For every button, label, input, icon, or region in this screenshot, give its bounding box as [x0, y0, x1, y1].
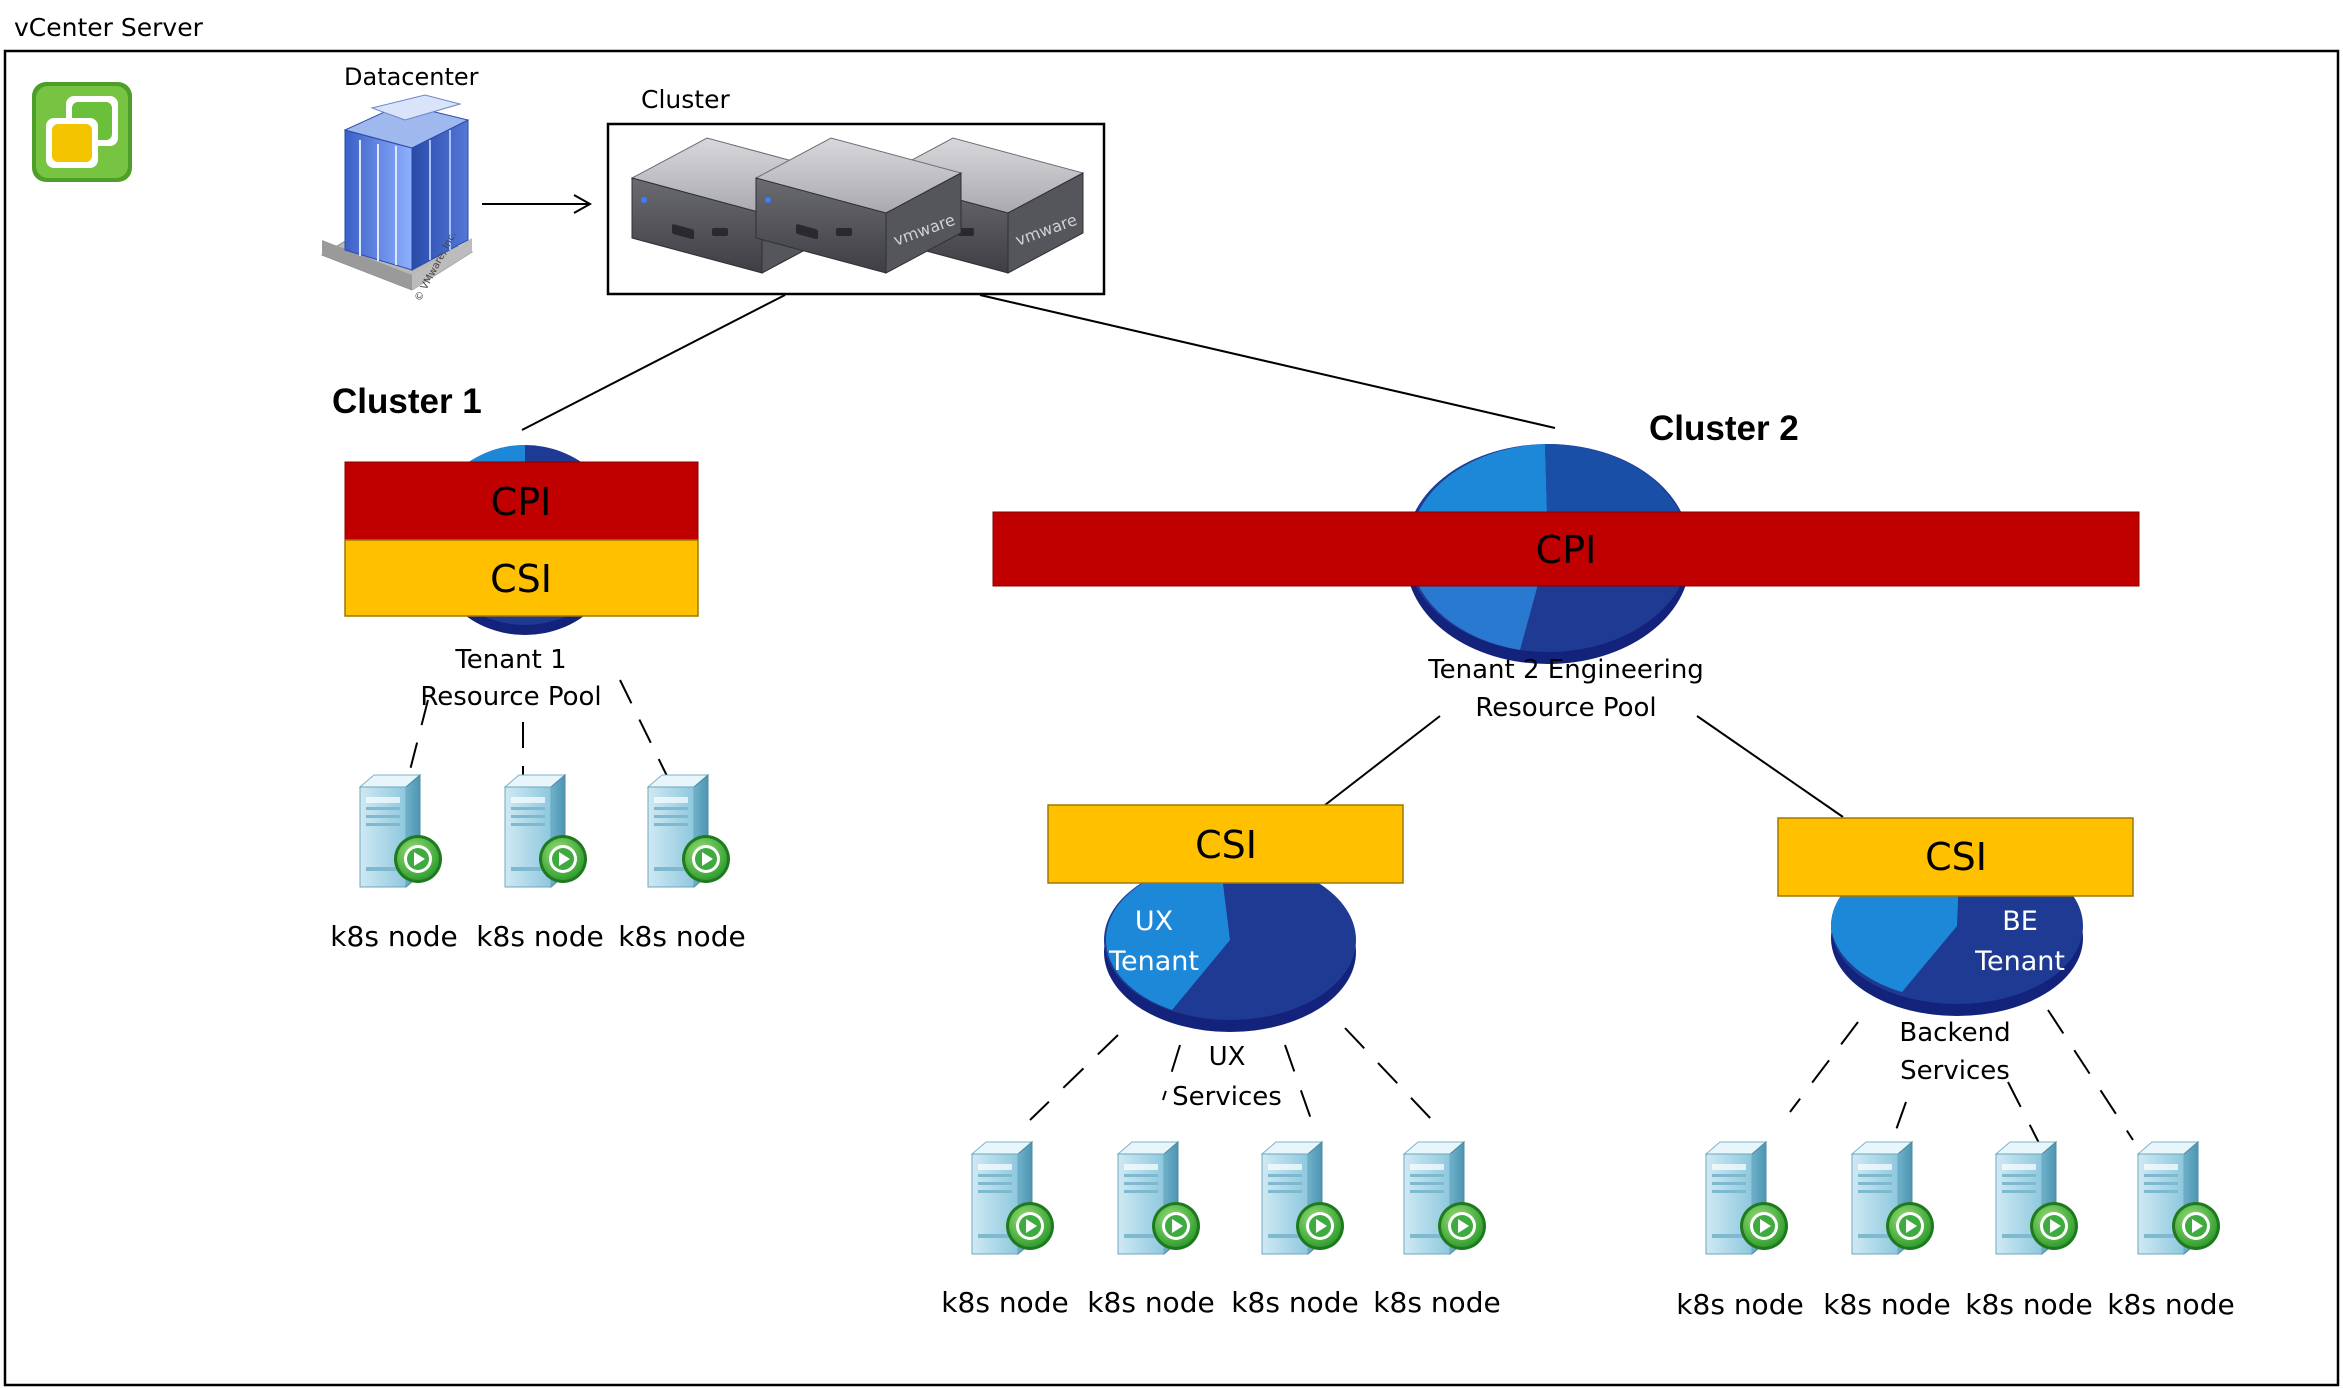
datacenter-building-icon — [320, 94, 474, 291]
k8s-node-label: k8s node — [1087, 1286, 1214, 1319]
k8s-node-label: k8s node — [618, 920, 745, 953]
cluster1-csi-label: CSI — [490, 557, 552, 601]
k8s-node-icon — [359, 774, 443, 888]
connector-cluster-to-cluster1 — [521, 294, 786, 431]
k8s-node-icon — [1995, 1141, 2079, 1255]
k8s-node-label: k8s node — [1231, 1286, 1358, 1319]
ux-tenant-label: UX — [1135, 906, 1173, 937]
tenant1-node-connectors — [407, 679, 669, 779]
k8s-node-label: k8s node — [941, 1286, 1068, 1319]
ux-tenant-label: Tenant — [1108, 946, 1199, 977]
vcenter-server-title: vCenter Server — [14, 13, 204, 42]
tenant2-pool-label: Resource Pool — [1475, 693, 1656, 723]
k8s-node-label: k8s node — [476, 920, 603, 953]
vcenter-server-frame — [3, 49, 2340, 1387]
k8s-node-label: k8s node — [2107, 1288, 2234, 1321]
cluster2-cpi-label: CPI — [1536, 528, 1597, 572]
cluster1-cpi-bar — [344, 461, 699, 541]
k8s-node-label: k8s node — [1373, 1286, 1500, 1319]
k8s-node-label: k8s node — [1823, 1288, 1950, 1321]
cluster1-csi-bar — [344, 539, 699, 617]
k8s-node-icon — [2137, 1141, 2221, 1255]
be-csi-bar — [1777, 817, 2134, 897]
be-tenant-label: Tenant — [1974, 946, 2065, 977]
ux-csi-label: CSI — [1195, 823, 1257, 867]
k8s-node-icon — [1851, 1141, 1935, 1255]
be-tenant-label: BE — [2002, 906, 2038, 937]
ux-services-label: UX — [1209, 1042, 1246, 1072]
k8s-node-icon — [1403, 1141, 1487, 1255]
cluster1-cpi-label: CPI — [491, 480, 552, 524]
cluster2-cpi-bar — [992, 511, 2140, 587]
ux-csi-bar — [1047, 804, 1404, 884]
be-services-label: Services — [1900, 1056, 2010, 1086]
tenant2-pool-label: Tenant 2 Engineering — [1427, 655, 1704, 685]
be-node-connectors — [1789, 1009, 2134, 1146]
cluster-label: Cluster — [641, 85, 730, 114]
k8s-node-icon — [971, 1141, 1055, 1255]
vsphere-logo-icon — [32, 82, 132, 182]
tenant1-pool-label: Tenant 1 — [454, 645, 566, 675]
ux-tenant-pie-icon — [1104, 860, 1356, 1032]
cluster1-title: Cluster 1 — [332, 382, 482, 421]
cluster2-title: Cluster 2 — [1649, 409, 1799, 448]
k8s-node-icon — [647, 774, 731, 888]
k8s-node-label: k8s node — [1676, 1288, 1803, 1321]
ux-services-label: Services — [1172, 1082, 1282, 1112]
be-services-label: Backend — [1899, 1018, 2010, 1048]
k8s-node-icon — [1117, 1141, 1201, 1255]
k8s-node-icon — [1261, 1141, 1345, 1255]
tenant1-label-backdrop — [455, 646, 585, 706]
connector-cluster-to-cluster2 — [979, 294, 1556, 429]
k8s-node-label: k8s node — [1965, 1288, 2092, 1321]
ux-node-connectors — [1029, 1027, 1433, 1123]
k8s-node-label: k8s node — [330, 920, 457, 953]
connector-tenant2-to-be — [1696, 715, 1844, 818]
tenant1-pool-label: Resource Pool — [420, 682, 601, 712]
datacenter-label: Datacenter — [344, 63, 479, 91]
be-csi-label: CSI — [1925, 835, 1987, 879]
connector-tenant2-to-ux — [1324, 715, 1441, 806]
k8s-node-icon — [1705, 1141, 1789, 1255]
k8s-node-icon — [504, 774, 588, 888]
datacenter-to-cluster-arrow — [482, 194, 593, 214]
